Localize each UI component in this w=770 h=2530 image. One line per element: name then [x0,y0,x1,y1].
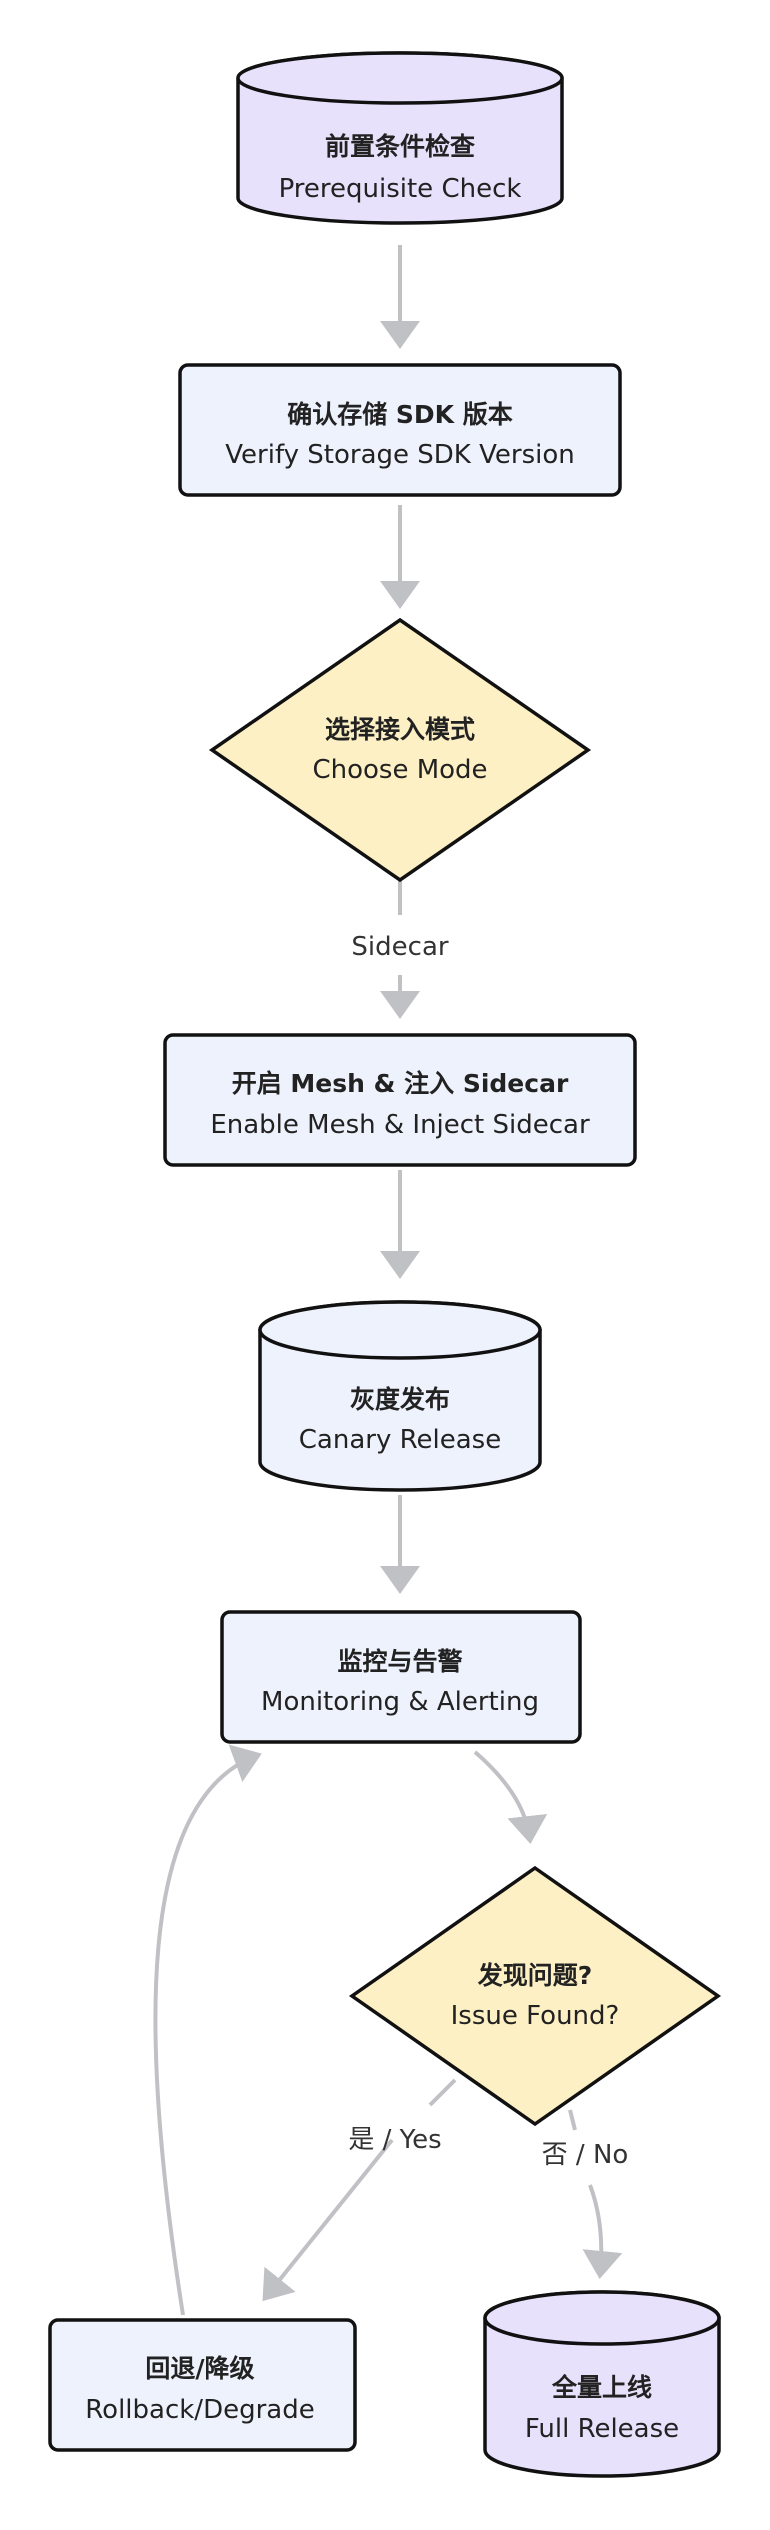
node-rollback-shape [48,2318,357,2452]
edge-rollback-to-monitoring [153,1744,262,2316]
node-choose-mode-shape [208,617,592,883]
node-prerequisite-top [236,51,564,105]
node-choose-mode-subtitle: Choose Mode [312,755,487,785]
edge-issue-found-yes-to-rollback [265,2078,457,2298]
node-canary-title: 灰度发布 [350,1385,450,1414]
node-canary-release[interactable]: 灰度发布 Canary Release [258,1300,542,1492]
node-prerequisite-title: 前置条件检查 [325,132,475,161]
node-full-release-title: 全量上线 [551,2373,652,2402]
node-verify-sdk-subtitle: Verify Storage SDK Version [225,440,574,470]
node-verify-sdk[interactable]: 确认存储 SDK 版本 Verify Storage SDK Version [178,363,622,497]
node-rollback-subtitle: Rollback/Degrade [85,2395,314,2425]
node-monitoring[interactable]: 监控与告警 Monitoring & Alerting [220,1610,582,1744]
node-canary-subtitle: Canary Release [299,1425,501,1455]
node-choose-mode[interactable]: 选择接入模式 Choose Mode [208,617,592,883]
node-canary-top [258,1300,542,1360]
node-verify-sdk-title: 确认存储 SDK 版本 [287,400,513,429]
node-rollback-title: 回退/降级 [145,2354,254,2383]
edge-label-yes: 是 / Yes [348,2125,441,2155]
node-enable-mesh-subtitle: Enable Mesh & Inject Sidecar [210,1110,590,1140]
node-full-release-subtitle: Full Release [525,2414,679,2444]
node-monitoring-subtitle: Monitoring & Alerting [261,1687,539,1717]
node-enable-mesh[interactable]: 开启 Mesh & 注入 Sidecar Enable Mesh & Injec… [163,1033,637,1167]
node-enable-mesh-shape [163,1033,637,1167]
edge-label-sidecar: Sidecar [351,932,448,962]
node-full-release-top [483,2290,721,2346]
node-monitoring-title: 监控与告警 [337,1647,462,1676]
edges [153,245,601,2316]
node-choose-mode-title: 选择接入模式 [325,715,475,744]
node-rollback[interactable]: 回退/降级 Rollback/Degrade [48,2318,357,2452]
node-issue-found-subtitle: Issue Found? [451,2001,620,2031]
edge-label-no: 否 / No [542,2140,629,2170]
node-enable-mesh-title: 开启 Mesh & 注入 Sidecar [232,1069,569,1098]
node-issue-found[interactable]: 发现问题? Issue Found? [348,1865,722,2127]
node-prerequisite-check[interactable]: 前置条件检查 Prerequisite Check [236,51,564,225]
node-verify-sdk-shape [178,363,622,497]
node-full-release[interactable]: 全量上线 Full Release [483,2290,721,2478]
edge-issue-found-no-to-full-release [568,2109,601,2275]
node-prerequisite-subtitle: Prerequisite Check [279,174,522,204]
node-issue-found-title: 发现问题? [477,1961,593,1990]
node-issue-found-shape [348,1865,722,2127]
edge-monitoring-to-issue-found [473,1750,548,1844]
node-monitoring-shape [220,1610,582,1744]
edge-labels: Sidecar 是 / Yes 否 / No [348,932,628,2170]
